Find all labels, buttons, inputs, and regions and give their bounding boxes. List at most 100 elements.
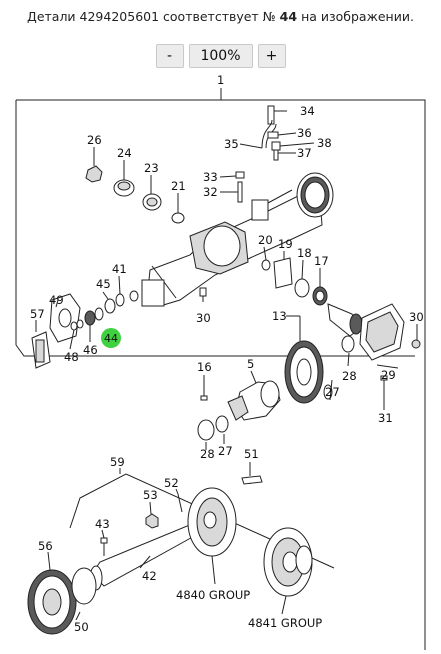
zoom-out-button[interactable]: -	[155, 44, 184, 68]
label-57[interactable]: 57	[30, 307, 45, 321]
pinion-gear	[349, 313, 363, 335]
label-48[interactable]: 48	[64, 350, 79, 364]
part-28-top	[341, 335, 355, 353]
leader-4840	[211, 555, 216, 585]
label-20[interactable]: 20	[258, 233, 273, 247]
part-41-bearing	[129, 290, 139, 302]
label-26[interactable]: 26	[87, 133, 102, 147]
frame-lower-line	[15, 344, 415, 357]
leader-43	[101, 529, 105, 539]
upper-right-hub	[296, 172, 334, 218]
parts-diagram: 1	[0, 72, 441, 650]
label-36[interactable]: 36	[297, 126, 312, 140]
part-31-head	[380, 375, 388, 381]
frame-top-right	[16, 99, 426, 650]
part-49-hole	[58, 308, 72, 328]
leader-27-upper	[329, 379, 333, 401]
callout-labels: 26 24 23 21 34 35 36 38 37 33 32 20 19 1…	[30, 104, 424, 634]
label-23[interactable]: 23	[144, 161, 159, 175]
label-53[interactable]: 53	[143, 488, 158, 502]
label-19[interactable]: 19	[278, 237, 293, 251]
label-1[interactable]: 1	[217, 73, 224, 87]
housing-flange-left	[141, 279, 165, 307]
label-16[interactable]: 16	[197, 360, 212, 374]
part-17-inner	[315, 290, 325, 302]
part-20	[261, 259, 271, 271]
label-46[interactable]: 46	[83, 343, 98, 357]
label-45[interactable]: 45	[96, 277, 111, 291]
drum-center	[42, 588, 62, 616]
part-21	[171, 212, 185, 224]
leader-18	[301, 259, 304, 280]
label-37[interactable]: 37	[297, 146, 312, 160]
leader-lines	[35, 110, 418, 621]
part-30-center	[199, 287, 207, 297]
label-28-top[interactable]: 28	[342, 369, 357, 383]
part-52	[177, 493, 183, 513]
part-33	[235, 171, 245, 179]
leader-50	[75, 611, 81, 621]
label-43[interactable]: 43	[95, 517, 110, 531]
backing-plate-center	[203, 511, 217, 529]
label-21[interactable]: 21	[171, 179, 186, 193]
part-41	[115, 293, 125, 307]
part-46	[84, 310, 96, 326]
part-27-lower	[215, 415, 229, 433]
label-41[interactable]: 41	[112, 262, 127, 276]
label-50[interactable]: 50	[74, 620, 89, 634]
leader-53	[149, 501, 152, 515]
label-5[interactable]: 5	[247, 357, 254, 371]
leader-52	[175, 488, 179, 495]
zoom-level-display[interactable]: 100%	[188, 44, 253, 68]
label-32[interactable]: 32	[203, 185, 218, 199]
label-59[interactable]: 59	[110, 455, 125, 469]
part-44[interactable]	[94, 307, 104, 321]
label-4841-group[interactable]: 4841 GROUP	[248, 616, 322, 630]
label-30-right[interactable]: 30	[409, 310, 424, 324]
hub-bearing	[295, 545, 313, 575]
label-18[interactable]: 18	[297, 246, 312, 260]
group-4840-backing-plate	[187, 487, 237, 557]
part-48	[76, 319, 84, 329]
part-29-inner	[365, 311, 399, 353]
label-31[interactable]: 31	[378, 411, 393, 425]
part-26	[85, 165, 103, 183]
part-45	[104, 298, 116, 314]
caption-prefix: Детали 4294205601 соответствует №	[27, 9, 276, 24]
label-35[interactable]: 35	[224, 137, 239, 151]
label-33[interactable]: 33	[203, 170, 218, 184]
label-51[interactable]: 51	[244, 447, 259, 461]
leader-29	[376, 364, 399, 369]
drum-hub	[71, 567, 97, 605]
leader-48	[69, 329, 75, 350]
label-34[interactable]: 34	[300, 104, 315, 118]
label-38[interactable]: 38	[317, 136, 332, 150]
label-17[interactable]: 17	[314, 254, 329, 268]
part-36	[267, 131, 279, 139]
leader-5	[250, 370, 257, 384]
label-28-lower[interactable]: 28	[200, 447, 215, 461]
label-27-upper[interactable]: 27	[325, 385, 340, 399]
carrier-flange	[227, 395, 249, 421]
ring-gear-center	[296, 358, 312, 386]
part-5-carrier	[227, 380, 281, 421]
leader-38	[279, 142, 315, 147]
label-30-center[interactable]: 30	[196, 311, 211, 325]
part-37	[273, 149, 279, 161]
label-24[interactable]: 24	[117, 146, 132, 160]
label-52[interactable]: 52	[164, 476, 179, 490]
label-4840-group[interactable]: 4840 GROUP	[176, 588, 250, 602]
label-27-lower[interactable]: 27	[218, 444, 233, 458]
part-13-ring-gear	[284, 340, 324, 404]
part-19	[273, 257, 293, 289]
zoom-in-button[interactable]: +	[257, 44, 286, 68]
label-49[interactable]: 49	[49, 293, 64, 307]
label-56[interactable]: 56	[38, 539, 53, 553]
leader-33	[219, 175, 237, 178]
part-53	[145, 513, 159, 529]
label-44[interactable]: 44	[104, 332, 118, 345]
label-42[interactable]: 42	[142, 569, 157, 583]
label-29[interactable]: 29	[381, 368, 396, 382]
label-13[interactable]: 13	[272, 309, 287, 323]
part-16-head	[200, 395, 208, 401]
